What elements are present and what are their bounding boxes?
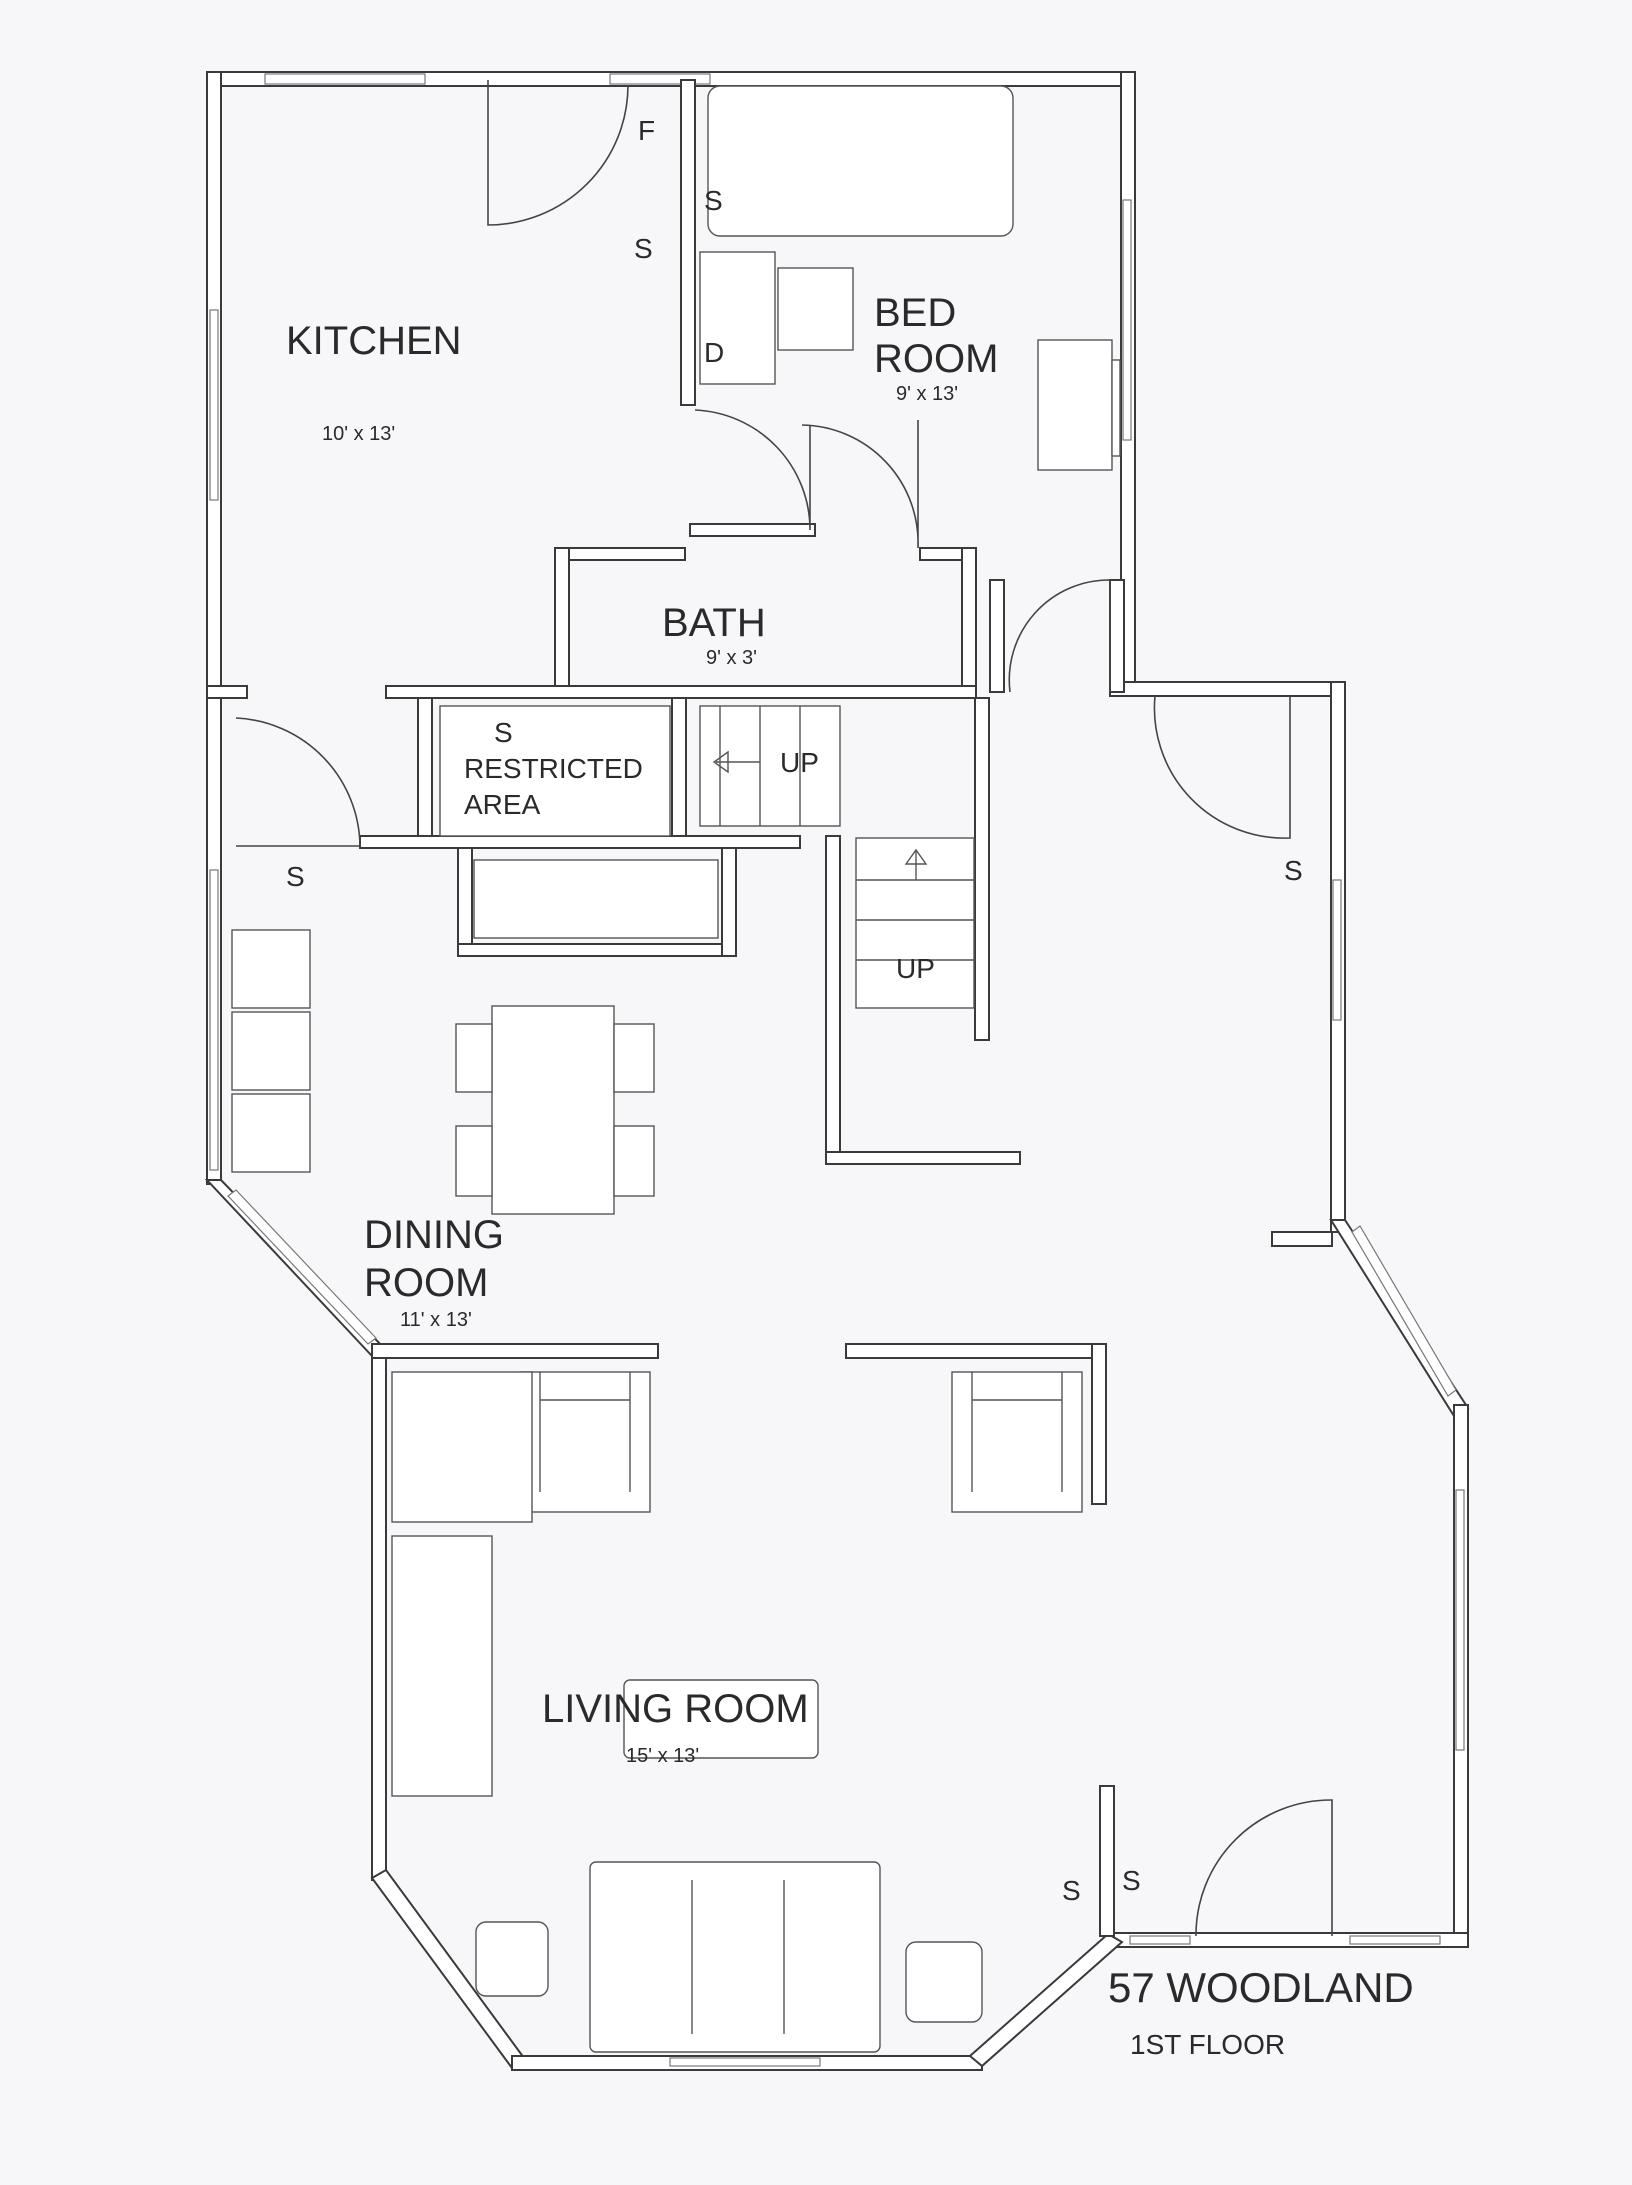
restricted-label-line2: AREA xyxy=(464,789,541,820)
stairs-up-upper: UP xyxy=(780,747,819,778)
dining-table xyxy=(491,1005,615,1215)
bath-size: 9' x 3' xyxy=(706,647,757,669)
bath-label: BATH xyxy=(662,601,766,645)
coffee-table xyxy=(623,1679,819,1759)
desk-chair xyxy=(777,267,854,351)
windows xyxy=(209,73,1465,2067)
bedroom-s-marker: S xyxy=(704,185,723,216)
hall-s-marker: S xyxy=(1284,855,1303,886)
furniture xyxy=(231,85,1121,2053)
kitchen-label: KITCHEN xyxy=(286,319,462,363)
dining-s-marker: S xyxy=(286,861,305,892)
living-size: 15' x 13' xyxy=(626,1745,699,1767)
living-s-left-marker: S xyxy=(1062,1875,1081,1906)
interior-walls xyxy=(206,79,1333,1937)
stairs-upper xyxy=(699,705,841,827)
bedroom-label-line1: BED xyxy=(874,291,956,335)
armchair-left xyxy=(519,1371,651,1513)
kitchen-f-marker: F xyxy=(638,115,655,146)
end-table-left xyxy=(475,1921,549,1997)
sofa xyxy=(589,1861,881,2053)
dining-size: 11' x 13' xyxy=(400,1309,472,1331)
address-title: 57 WOODLAND xyxy=(1108,1964,1414,2011)
labels: KITCHEN 10' x 13' F S BED ROOM 9' x 13' … xyxy=(286,115,1414,2060)
stairs-lower xyxy=(855,837,975,1009)
stairs-up-lower: UP xyxy=(896,953,935,984)
dining-label-line2: ROOM xyxy=(364,1261,488,1305)
armchair-right xyxy=(951,1371,1083,1513)
living-s-right-marker: S xyxy=(1122,1865,1141,1896)
restricted-s-marker: S xyxy=(494,717,513,748)
end-table-right xyxy=(905,1941,983,2023)
bedroom-d-marker: D xyxy=(704,337,724,368)
sideboard xyxy=(391,1535,493,1797)
restricted-label-line1: RESTRICTED xyxy=(464,753,643,784)
desk xyxy=(699,251,776,385)
dining-label-line1: DINING xyxy=(364,1213,504,1257)
living-label: LIVING ROOM xyxy=(542,1687,809,1731)
kitchen-size: 10' x 13' xyxy=(322,423,395,445)
bedroom-size: 9' x 13' xyxy=(896,383,958,405)
floor-label: 1ST FLOOR xyxy=(1130,2029,1285,2060)
dresser xyxy=(1037,339,1113,471)
kitchen-s-marker: S xyxy=(634,233,653,264)
bed xyxy=(707,85,1014,237)
doors xyxy=(235,80,1333,1937)
bedroom-label-line2: ROOM xyxy=(874,337,998,381)
